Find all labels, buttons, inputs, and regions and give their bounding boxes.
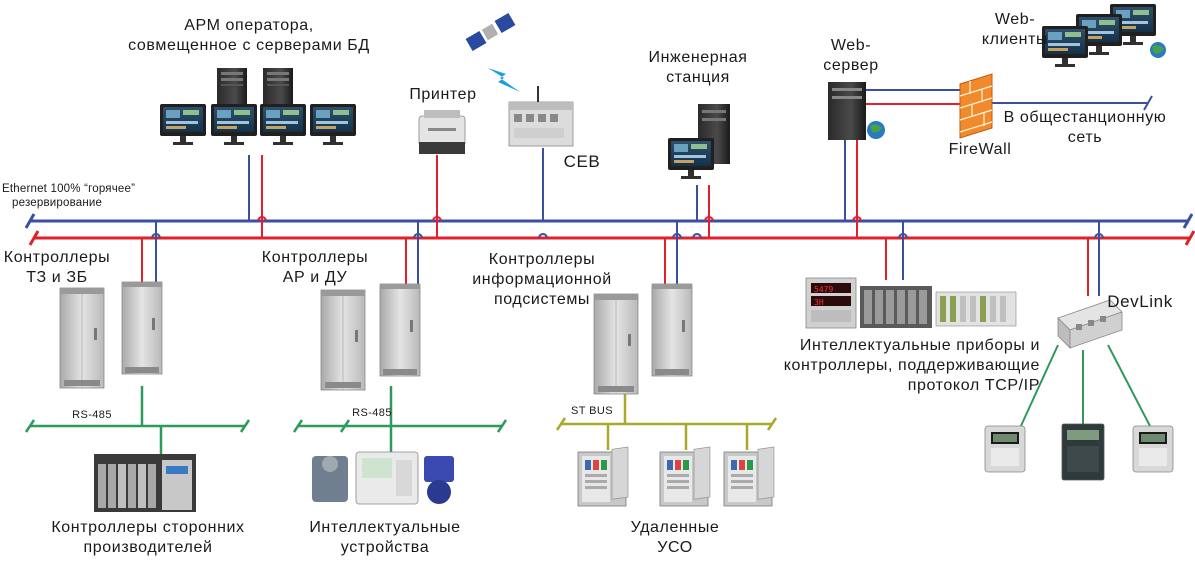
label-third-party-line1: Контроллеры сторонних — [51, 519, 245, 536]
label-plant-network-line2: сеть — [1067, 129, 1103, 146]
label-ethernet: Ethernet 100% “горячее” резервирование — [2, 182, 202, 210]
smart-devices — [312, 451, 454, 505]
sev-module — [508, 86, 574, 147]
label-eng-line1: Инженерная — [648, 49, 748, 66]
bus-crossings — [151, 216, 1104, 239]
label-rs485-left: RS-485 — [72, 409, 112, 421]
label-smart-devices-line1: Интеллектуальные — [309, 519, 461, 536]
label-devlink: DevLink — [1107, 292, 1173, 311]
label-eng-line2: станция — [666, 69, 730, 86]
label-remote-uso-line2: УСО — [657, 539, 693, 556]
label-arm-line1: АРМ оператора, — [184, 17, 314, 34]
label-ctrl-tz-line1: Контроллеры — [3, 249, 111, 266]
web-clients — [1042, 4, 1166, 67]
devlink-links — [1019, 344, 1151, 429]
rs485-bus-middle — [292, 386, 508, 460]
rs485-bus-left — [24, 386, 251, 455]
arm-workstations — [160, 68, 356, 145]
label-ctrl-ar-line2: АР и ДУ — [282, 269, 348, 286]
label-ctrl-info-line2: информационной — [472, 271, 612, 288]
label-arm: АРМ оператора, совмещенное с серверами Б… — [124, 16, 374, 56]
label-ctrl-info-line1: Контроллеры — [488, 251, 596, 268]
ethernet-bus-blue — [24, 213, 1194, 229]
label-plant-network: В общестанционную сеть — [1000, 108, 1170, 148]
label-web-server-line2: сервер — [823, 57, 879, 74]
label-arm-line2: совмещенное с серверами БД — [128, 37, 370, 54]
cabinets-ar — [320, 283, 421, 391]
label-remote-uso-line1: Удаленные — [630, 519, 720, 536]
printer-icon — [418, 110, 466, 154]
label-ctrl-info: Контроллеры информационной подсистемы — [452, 250, 632, 310]
label-web-clients-line2: клиенты — [981, 31, 1049, 48]
engineering-station — [668, 104, 730, 179]
label-smart-devices: Интеллектуальные устройства — [290, 518, 480, 558]
label-remote-uso: Удаленные УСО — [620, 518, 730, 558]
label-web-server: Web- сервер — [806, 36, 896, 76]
label-ctrl-ar-line1: Контроллеры — [261, 249, 369, 266]
svg-text:5479: 5479 — [814, 285, 833, 294]
label-web-clients: Web- клиенты — [960, 10, 1070, 50]
third-party-controllers — [94, 454, 196, 512]
energy-meters — [984, 423, 1174, 481]
label-web-clients-line1: Web- — [994, 11, 1036, 28]
label-rs485-middle: RS-485 — [352, 407, 392, 419]
label-sev: СЕВ — [563, 152, 601, 171]
devlink-module — [1057, 299, 1123, 349]
label-third-party: Контроллеры сторонних производителей — [28, 518, 268, 558]
label-ethernet-line1: Ethernet 100% “горячее” — [2, 183, 136, 195]
smart-tcp-devices: 5479 3H — [805, 277, 1017, 329]
label-ethernet-line2: резервирование — [12, 197, 103, 209]
label-third-party-line2: производителей — [83, 539, 213, 556]
stbus — [555, 385, 778, 450]
label-eng-station: Инженерная станция — [628, 48, 768, 88]
label-stbus: ST BUS — [571, 405, 613, 417]
label-smart-tcp-line1: Интеллектуальные приборы и — [799, 337, 1040, 354]
label-smart-tcp-line2: контроллеры, поддерживающие — [783, 357, 1040, 374]
ethernet-bus-red — [28, 230, 1195, 246]
label-smart-tcp-line3: протокол TCP/IP — [907, 377, 1040, 394]
remote-uso-cabinets — [577, 446, 775, 507]
web-server-icon — [828, 82, 885, 140]
label-ctrl-info-line3: подсистемы — [493, 291, 591, 308]
firewall-icon — [959, 73, 993, 139]
label-ctrl-ar: Контроллеры АР и ДУ — [260, 248, 370, 288]
label-plant-network-line1: В общестанционную — [1003, 109, 1167, 126]
bus-drops — [141, 89, 1153, 296]
label-smart-devices-line2: устройства — [340, 539, 430, 556]
label-web-server-line1: Web- — [830, 37, 872, 54]
svg-text:3H: 3H — [814, 298, 824, 307]
label-smart-tcp: Интеллектуальные приборы и контроллеры, … — [740, 336, 1040, 396]
label-firewall: FireWall — [948, 141, 1012, 158]
label-ctrl-tz: Контроллеры ТЗ и ЗБ — [2, 248, 112, 288]
satellite-icon — [465, 12, 520, 92]
cabinets-tz — [59, 281, 163, 389]
label-printer: Принтер — [409, 86, 477, 103]
label-ctrl-tz-line2: ТЗ и ЗБ — [26, 269, 88, 286]
